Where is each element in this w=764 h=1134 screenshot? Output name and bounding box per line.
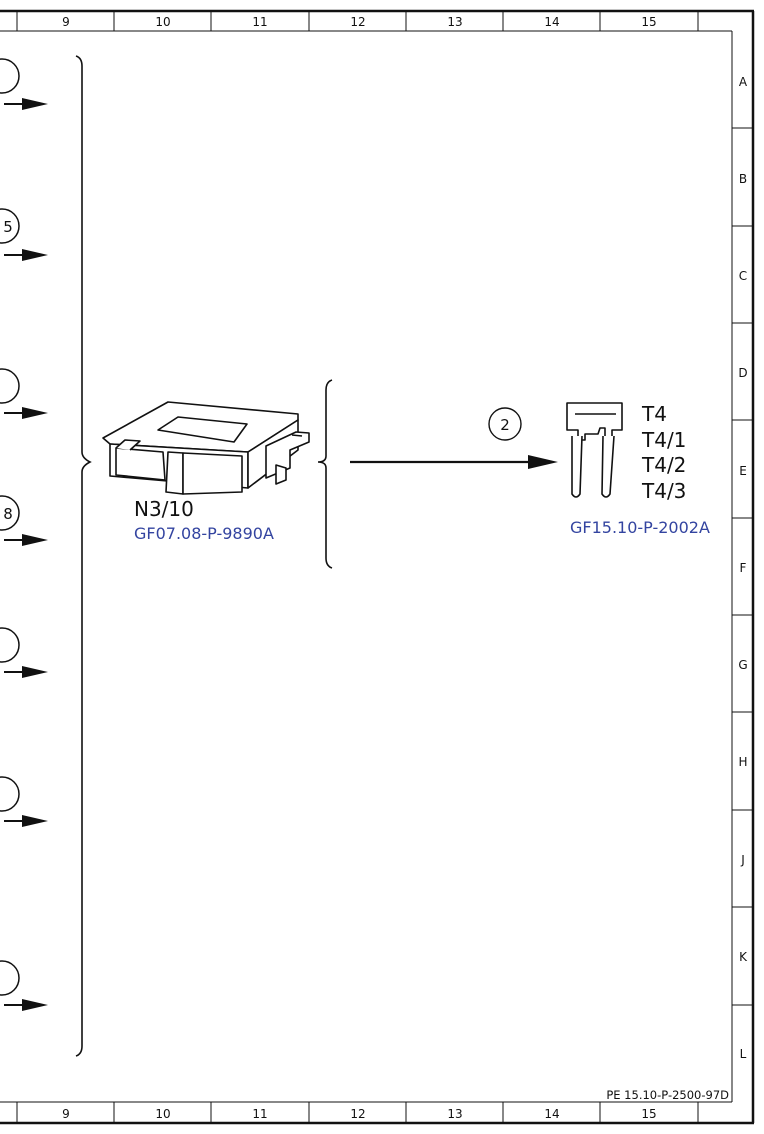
col-label-bottom: 11	[252, 1107, 267, 1121]
row-label: H	[738, 755, 747, 769]
left-marker-label: 5	[3, 218, 13, 236]
left-markers	[0, 58, 48, 1011]
connection-brace	[317, 379, 333, 569]
col-label-top: 10	[155, 15, 170, 29]
reference-circle-label: 2	[500, 416, 510, 434]
reference-circle[interactable]: 2	[488, 407, 522, 441]
col-label-bottom: 13	[447, 1107, 462, 1121]
row-label: K	[739, 950, 748, 964]
connector-pins-icon[interactable]	[566, 402, 623, 498]
row-ruler	[732, 127, 753, 1006]
row-label: J	[740, 853, 745, 867]
left-marker[interactable]	[0, 776, 48, 827]
left-marker-label: 8	[3, 505, 13, 523]
left-brace	[75, 55, 92, 1057]
left-marker[interactable]	[0, 495, 48, 546]
left-marker[interactable]	[0, 627, 48, 678]
row-label: B	[739, 172, 747, 186]
row-label: E	[739, 464, 747, 478]
col-label-bottom: 14	[544, 1107, 559, 1121]
row-label: F	[740, 561, 747, 575]
row-label: A	[739, 75, 748, 89]
col-label-top: 9	[62, 15, 70, 29]
column-ruler	[16, 11, 699, 1123]
control-unit-icon[interactable]	[102, 401, 310, 495]
component-label: N3/10	[134, 497, 194, 521]
pin-label: T4/3	[641, 479, 686, 503]
col-label-top: 15	[641, 15, 656, 29]
col-label-bottom: 9	[62, 1107, 70, 1121]
pin-label: T4	[641, 402, 667, 426]
component-ref-link[interactable]: GF07.08-P-9890A	[134, 524, 274, 543]
row-label: C	[739, 269, 747, 283]
row-label: G	[738, 658, 747, 672]
col-label-top: 13	[447, 15, 462, 29]
connector-ref-link[interactable]: GF15.10-P-2002A	[570, 518, 710, 537]
left-marker[interactable]	[0, 208, 48, 261]
sheet-frame	[0, 9, 755, 1125]
row-label: L	[740, 1047, 747, 1061]
col-label-bottom: 10	[155, 1107, 170, 1121]
pin-label: T4/1	[641, 428, 686, 452]
col-label-bottom: 12	[350, 1107, 365, 1121]
document-number: PE 15.10-P-2500-97D	[606, 1088, 729, 1102]
col-label-top: 12	[350, 15, 365, 29]
pin-label: T4/2	[641, 453, 686, 477]
row-label: D	[738, 366, 747, 380]
left-marker[interactable]	[0, 368, 48, 419]
connection-arrow	[350, 455, 558, 469]
col-label-bottom: 15	[641, 1107, 656, 1121]
col-label-top: 14	[544, 15, 559, 29]
left-marker[interactable]	[0, 58, 48, 110]
col-label-top: 11	[252, 15, 267, 29]
left-marker[interactable]	[0, 960, 48, 1011]
